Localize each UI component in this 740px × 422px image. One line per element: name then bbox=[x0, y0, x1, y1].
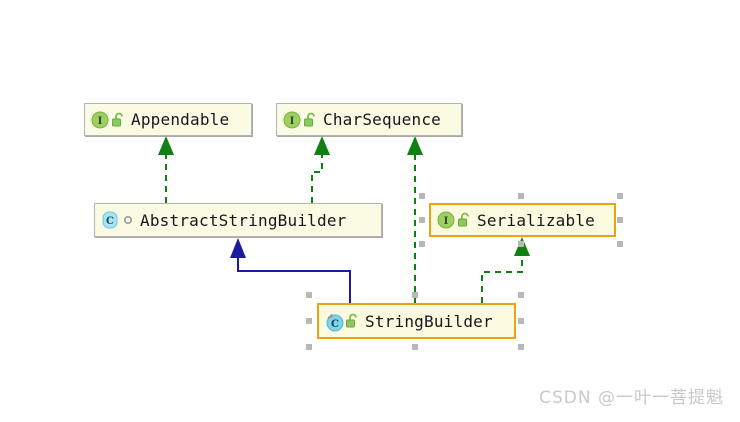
arrowhead-filled-triangle bbox=[314, 136, 330, 155]
resize-handle-w[interactable] bbox=[419, 217, 425, 223]
resize-handle-e[interactable] bbox=[617, 217, 623, 223]
resize-handle-sw[interactable] bbox=[419, 241, 425, 247]
final-class-icon: C bbox=[325, 312, 344, 332]
resize-handle-s[interactable] bbox=[518, 241, 524, 247]
edge-abstractstringbuilder-implements-charsequence[interactable] bbox=[311, 136, 330, 203]
edge-stringbuilder-extends-abstractstringbuilder[interactable] bbox=[230, 238, 351, 303]
resize-handle-w[interactable] bbox=[306, 318, 312, 324]
package-private-dot-icon bbox=[122, 211, 134, 229]
svg-text:I: I bbox=[290, 116, 295, 127]
resize-handle-n[interactable] bbox=[412, 292, 418, 298]
arrowhead-filled-triangle bbox=[407, 136, 423, 155]
resize-handle-s[interactable] bbox=[412, 344, 418, 350]
resize-handle-nw[interactable] bbox=[306, 292, 312, 298]
uml-node-appendable[interactable]: I Appendable bbox=[84, 103, 252, 136]
unlocked-public-icon bbox=[457, 212, 471, 228]
svg-text:C: C bbox=[331, 319, 339, 330]
resize-handle-se[interactable] bbox=[617, 241, 623, 247]
uml-node-label: Appendable bbox=[131, 110, 230, 129]
uml-node-label: CharSequence bbox=[323, 110, 441, 129]
unlocked-public-icon bbox=[111, 112, 125, 128]
watermark-text: CSDN @一叶一菩提魁 bbox=[539, 388, 724, 408]
unlocked-public-icon bbox=[345, 313, 359, 329]
uml-node-label: AbstractStringBuilder bbox=[140, 210, 347, 230]
resize-handle-ne[interactable] bbox=[518, 292, 524, 298]
resize-handle-ne[interactable] bbox=[617, 193, 623, 199]
uml-node-label: StringBuilder bbox=[365, 311, 493, 331]
edge-line bbox=[237, 256, 351, 303]
resize-handle-nw[interactable] bbox=[419, 193, 425, 199]
svg-text:I: I bbox=[98, 116, 103, 127]
svg-text:C: C bbox=[106, 216, 114, 227]
unlocked-public-icon bbox=[303, 112, 317, 128]
arrowhead-filled-triangle bbox=[158, 136, 174, 155]
interface-icon: I bbox=[91, 111, 109, 129]
resize-handle-e[interactable] bbox=[518, 318, 524, 324]
resize-handle-n[interactable] bbox=[518, 193, 524, 199]
interface-icon: I bbox=[283, 111, 301, 129]
uml-node-serializable[interactable]: I Serializable bbox=[429, 203, 616, 237]
edge-line bbox=[311, 152, 323, 203]
svg-text:I: I bbox=[444, 216, 449, 227]
resize-handle-se[interactable] bbox=[518, 344, 524, 350]
edge-abstractstringbuilder-implements-appendable[interactable] bbox=[158, 136, 174, 203]
edge-line bbox=[481, 252, 523, 303]
uml-node-label: Serializable bbox=[477, 210, 595, 230]
resize-handle-sw[interactable] bbox=[306, 344, 312, 350]
interface-icon: I bbox=[437, 211, 455, 229]
abstract-class-icon: C bbox=[101, 211, 119, 229]
arrowhead-filled-triangle bbox=[230, 238, 246, 258]
uml-node-stringbuilder[interactable]: C StringBuilder bbox=[317, 303, 516, 339]
uml-node-charsequence[interactable]: I CharSequence bbox=[276, 103, 462, 136]
uml-node-abstractstringbuilder[interactable]: C AbstractStringBuilder bbox=[94, 203, 382, 237]
